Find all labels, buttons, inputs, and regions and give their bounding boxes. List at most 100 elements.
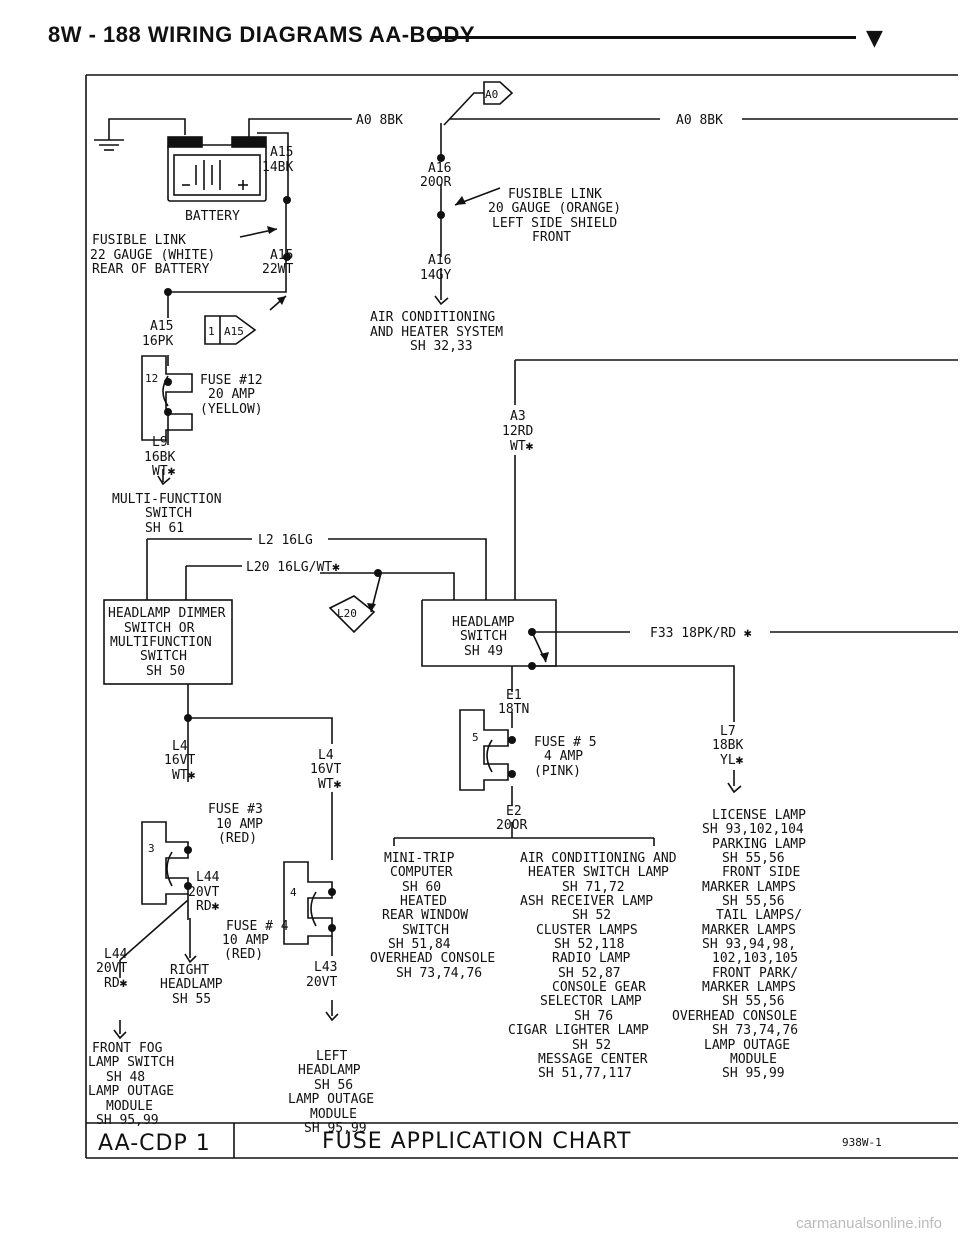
svg-text:FRONT FOG: FRONT FOG	[92, 1041, 163, 1056]
svg-text:14GY: 14GY	[420, 268, 451, 283]
svg-text:FRONT SIDE: FRONT SIDE	[722, 865, 800, 880]
svg-text:SWITCH: SWITCH	[140, 649, 187, 664]
svg-text:SH 73,74,76: SH 73,74,76	[712, 1023, 798, 1038]
svg-text:SH 52: SH 52	[572, 908, 611, 923]
headlamp-dimmer-switch-label: HEADLAMP DIMMER SWITCH OR MULTIFUNCTION …	[108, 606, 226, 679]
svg-text:SH 51,84: SH 51,84	[388, 937, 451, 952]
a0-wire-left-label: A0 8BK	[356, 113, 403, 128]
l20-connector-label: L20	[337, 607, 357, 620]
svg-text:MODULE: MODULE	[106, 1099, 153, 1114]
svg-text:A16: A16	[428, 253, 451, 268]
svg-text:AND HEATER SYSTEM: AND HEATER SYSTEM	[370, 325, 503, 340]
svg-text:OVERHEAD CONSOLE: OVERHEAD CONSOLE	[370, 951, 495, 966]
svg-text:FUSE #3: FUSE #3	[208, 802, 263, 817]
svg-text:FRONT: FRONT	[532, 230, 571, 245]
svg-text:MARKER LAMPS: MARKER LAMPS	[702, 923, 796, 938]
svg-text:L44: L44	[104, 947, 128, 962]
svg-text:10 AMP: 10 AMP	[216, 817, 263, 832]
svg-text:SH 55,56: SH 55,56	[722, 851, 785, 866]
header-rule	[428, 36, 856, 39]
svg-text:SH 60: SH 60	[402, 880, 441, 895]
svg-text:A16: A16	[428, 161, 451, 176]
svg-text:A15: A15	[270, 248, 293, 263]
left-headlamp-label: LEFT HEADLAMP SH 56 LAMP OUTAGE MODULE S…	[288, 1049, 374, 1136]
svg-text:MARKER LAMPS: MARKER LAMPS	[702, 980, 796, 995]
fuse-12-label: FUSE #12 20 AMP (YELLOW)	[200, 373, 263, 417]
svg-text:SH 55,56: SH 55,56	[722, 994, 785, 1009]
svg-text:12RD: 12RD	[502, 424, 533, 439]
svg-text:18BK: 18BK	[712, 738, 743, 753]
battery-a15-14bk-label: A15 14BK	[262, 145, 293, 175]
svg-text:L4: L4	[172, 739, 188, 754]
battery-a15-22wt-label: A15 22WT	[262, 248, 293, 277]
fuse-3-label: FUSE #3 10 AMP (RED)	[208, 802, 263, 846]
svg-text:SH 95,99: SH 95,99	[304, 1121, 367, 1136]
svg-text:LAMP OUTAGE: LAMP OUTAGE	[704, 1038, 790, 1053]
fuse-4-number: 4	[290, 886, 297, 899]
svg-text:E2: E2	[506, 804, 522, 819]
fuse-3-number: 3	[148, 842, 155, 855]
svg-text:SH 52: SH 52	[572, 1038, 611, 1053]
a15-connector-name: A15	[224, 325, 244, 338]
svg-text:A15: A15	[270, 145, 293, 160]
svg-text:CLUSTER LAMPS: CLUSTER LAMPS	[536, 923, 638, 938]
watermark: carmanualsonline.info	[796, 1215, 942, 1232]
svg-text:FRONT PARK/: FRONT PARK/	[712, 966, 798, 981]
svg-text:L9: L9	[152, 435, 168, 450]
svg-text:LICENSE LAMP: LICENSE LAMP	[712, 808, 806, 823]
svg-text:SH 93,94,98,: SH 93,94,98,	[702, 937, 796, 952]
svg-text:A15: A15	[150, 319, 173, 334]
svg-text:FUSE # 5: FUSE # 5	[534, 735, 597, 750]
svg-text:LEFT: LEFT	[316, 1049, 347, 1064]
mini-trip-column: MINI-TRIP COMPUTER SH 60 HEATED REAR WIN…	[370, 851, 495, 981]
l4-left-wire-label: L4 16VT WT✱	[164, 739, 196, 783]
svg-text:SH 73,74,76: SH 73,74,76	[396, 966, 482, 981]
license-lamp-column: LICENSE LAMP SH 93,102,104 PARKING LAMP …	[672, 808, 806, 1081]
svg-text:HEADLAMP DIMMER: HEADLAMP DIMMER	[108, 606, 226, 621]
svg-text:HEADLAMP: HEADLAMP	[452, 615, 515, 630]
svg-text:SH 51,77,117: SH 51,77,117	[538, 1066, 632, 1081]
svg-text:SH 50: SH 50	[146, 664, 185, 679]
svg-text:FUSE #12: FUSE #12	[200, 373, 263, 388]
svg-text:L43: L43	[314, 960, 337, 975]
fuse-5-number: 5	[472, 731, 479, 744]
svg-text:SH 56: SH 56	[314, 1078, 353, 1093]
svg-text:WT✱: WT✱	[318, 777, 342, 792]
chart-title: FUSE APPLICATION CHART	[322, 1129, 631, 1154]
svg-text:CIGAR LIGHTER LAMP: CIGAR LIGHTER LAMP	[508, 1023, 649, 1038]
svg-text:16BK: 16BK	[144, 450, 175, 465]
svg-text:MINI-TRIP: MINI-TRIP	[384, 851, 455, 866]
a3-wire-label: A3 12RD WT✱	[502, 409, 534, 454]
svg-text:HEADLAMP: HEADLAMP	[298, 1063, 361, 1078]
fuse-5-label: FUSE # 5 4 AMP (PINK)	[534, 735, 597, 779]
svg-text:18TN: 18TN	[498, 702, 529, 717]
a16-20or-label: A16 20OR	[420, 161, 451, 190]
svg-text:MODULE: MODULE	[730, 1052, 777, 1067]
ac-heater-system-label: AIR CONDITIONING AND HEATER SYSTEM SH 32…	[370, 310, 503, 354]
a15-connector-pin: 1	[208, 325, 215, 338]
svg-text:OVERHEAD CONSOLE: OVERHEAD CONSOLE	[672, 1009, 797, 1024]
svg-text:16VT: 16VT	[310, 762, 341, 777]
a15-16pk-label: A15 16PK	[142, 319, 173, 349]
a0-connector-label: A0	[485, 88, 498, 101]
svg-text:22 GAUGE (WHITE): 22 GAUGE (WHITE)	[90, 248, 215, 263]
svg-text:RD✱: RD✱	[196, 899, 220, 914]
svg-text:SH 32,33: SH 32,33	[410, 339, 473, 354]
svg-text:RD✱: RD✱	[104, 976, 128, 991]
l44-left-wire-label: L44 20VT RD✱	[96, 947, 128, 991]
fuse-4-label: FUSE # 4 10 AMP (RED)	[222, 919, 289, 962]
svg-text:E1: E1	[506, 688, 522, 703]
e1-wire-label: E1 18TN	[498, 688, 529, 717]
l9-wire-label: L9 16BK WT✱	[144, 435, 176, 479]
f33-wire-label: F33 18PK/RD ✱	[650, 626, 752, 641]
a0-wire-right-label: A0 8BK	[676, 113, 723, 128]
svg-text:20VT: 20VT	[306, 975, 337, 990]
svg-text:REAR OF BATTERY: REAR OF BATTERY	[92, 262, 210, 277]
svg-text:LEFT SIDE SHIELD: LEFT SIDE SHIELD	[492, 216, 617, 231]
ac-heater-lamp-column: AIR CONDITIONING AND HEATER SWITCH LAMP …	[508, 851, 677, 1081]
headlamp-switch-label: HEADLAMP SWITCH SH 49	[452, 615, 515, 659]
svg-text:SH 95,99: SH 95,99	[722, 1066, 785, 1081]
svg-text:20OR: 20OR	[496, 818, 527, 833]
svg-text:FUSIBLE LINK: FUSIBLE LINK	[508, 187, 602, 202]
svg-text:SWITCH: SWITCH	[460, 629, 507, 644]
